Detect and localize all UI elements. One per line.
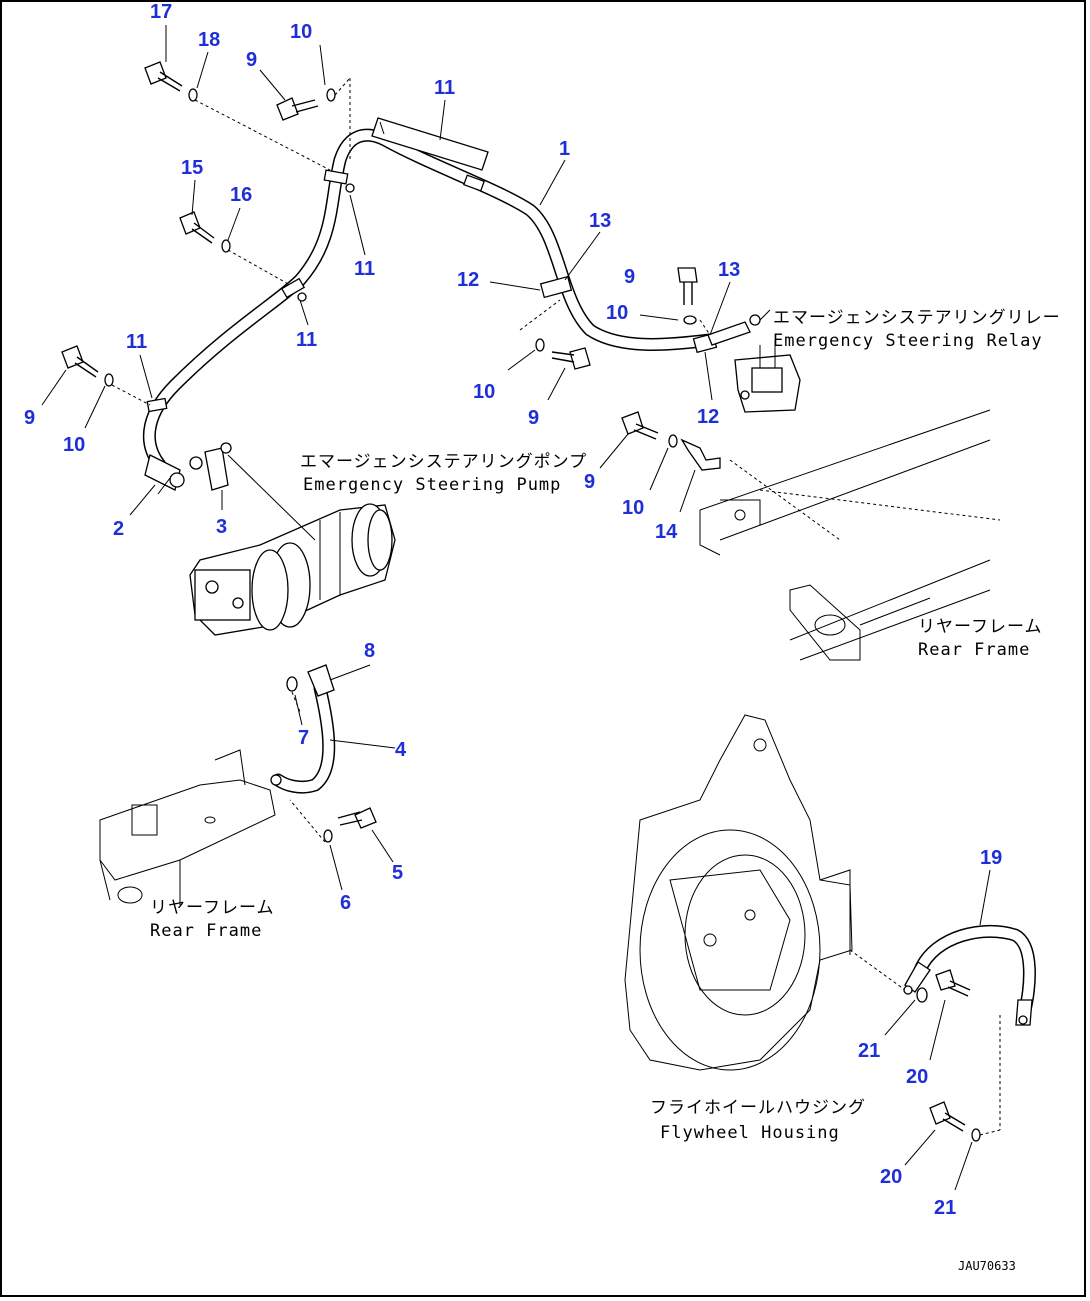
- relay-label-jp: エマージェンシステアリングリレー: [773, 308, 1061, 328]
- battery-cable-1: [142, 128, 717, 472]
- rear-frame-right-label-en: Rear Frame: [918, 640, 1030, 660]
- callout-3: 3: [216, 516, 227, 538]
- callout-20: 20: [906, 1066, 928, 1088]
- cable-clamps: [146, 169, 718, 413]
- callout-2: 2: [113, 518, 124, 540]
- bolts-lower-right: [916, 969, 1001, 1142]
- callout-6: 6: [340, 892, 351, 914]
- flywheel-label-jp: フライホイールハウジング: [650, 1098, 866, 1118]
- terminal-cover-3: [189, 442, 232, 491]
- callout-leaders-lower: [884, 869, 991, 1191]
- callout-leaders-middle: [294, 664, 396, 891]
- callout-11: 11: [434, 77, 455, 99]
- callout-8: 8: [364, 640, 375, 662]
- callout-7: 7: [298, 727, 309, 749]
- callout-21: 21: [934, 1197, 956, 1219]
- callout-13: 13: [589, 210, 611, 232]
- callout-11: 11: [126, 331, 147, 353]
- callout-9: 9: [624, 266, 635, 288]
- callout-9: 9: [528, 407, 539, 429]
- callout-17: 17: [150, 1, 172, 23]
- rear-frame-left-label-jp: リヤーフレーム: [150, 898, 274, 918]
- callout-11: 11: [296, 329, 317, 351]
- callout-1: 1: [559, 138, 570, 160]
- callout-12: 12: [697, 406, 719, 428]
- bolt-5-washer-6: [289, 799, 377, 843]
- callout-9: 9: [24, 407, 35, 429]
- callout-10: 10: [606, 302, 628, 324]
- callout-20: 20: [880, 1166, 902, 1188]
- callout-5: 5: [392, 862, 403, 884]
- pump-label-en: Emergency Steering Pump: [303, 475, 561, 495]
- callout-12: 12: [457, 269, 479, 291]
- callout-15: 15: [181, 157, 203, 179]
- callout-14: 14: [655, 521, 678, 543]
- callout-9: 9: [584, 471, 595, 493]
- callout-13: 13: [718, 259, 740, 281]
- callout-18: 18: [198, 29, 220, 51]
- callout-10: 10: [290, 21, 312, 43]
- leader-lines-upper: [111, 77, 841, 541]
- callout-16: 16: [230, 184, 252, 206]
- callout-19: 19: [980, 847, 1002, 869]
- protective-sleeve: [371, 117, 489, 171]
- callout-11: 11: [354, 258, 375, 280]
- callout-leaders-upper: [41, 25, 731, 516]
- emergency-steering-relay: [734, 340, 801, 413]
- callout-10: 10: [622, 497, 644, 519]
- callout-numbers: 17 18 10 9 11 1 15 16 11 11 13 12 9 13 1…: [24, 1, 1002, 1219]
- cable-terminals: [144, 314, 761, 491]
- callout-9: 9: [246, 49, 257, 71]
- callout-4: 4: [395, 739, 407, 761]
- flywheel-housing: [624, 714, 906, 1071]
- callout-10: 10: [63, 434, 85, 456]
- ground-cable-4: [270, 664, 336, 794]
- drawing-code: JAU70633: [958, 1259, 1016, 1273]
- rear-frame-lower: [99, 749, 276, 905]
- rear-frame-right-label-jp: リヤーフレーム: [918, 617, 1042, 637]
- flywheel-label-en: Flywheel Housing: [660, 1123, 840, 1143]
- rear-frame-left-label-en: Rear Frame: [150, 921, 262, 941]
- relay-label-en: Emergency Steering Relay: [773, 331, 1043, 351]
- ground-cable-19: [903, 924, 1036, 1026]
- bolts-upper: [61, 61, 721, 471]
- rear-frame-upper: [699, 409, 1001, 661]
- pump-label-jp: エマージェンシステアリングポンプ: [300, 452, 587, 472]
- emergency-steering-pump: [189, 503, 396, 636]
- callout-21: 21: [858, 1040, 880, 1062]
- callout-10: 10: [473, 381, 495, 403]
- part-labels: エマージェンシステアリングリレー Emergency Steering Rela…: [150, 308, 1061, 1273]
